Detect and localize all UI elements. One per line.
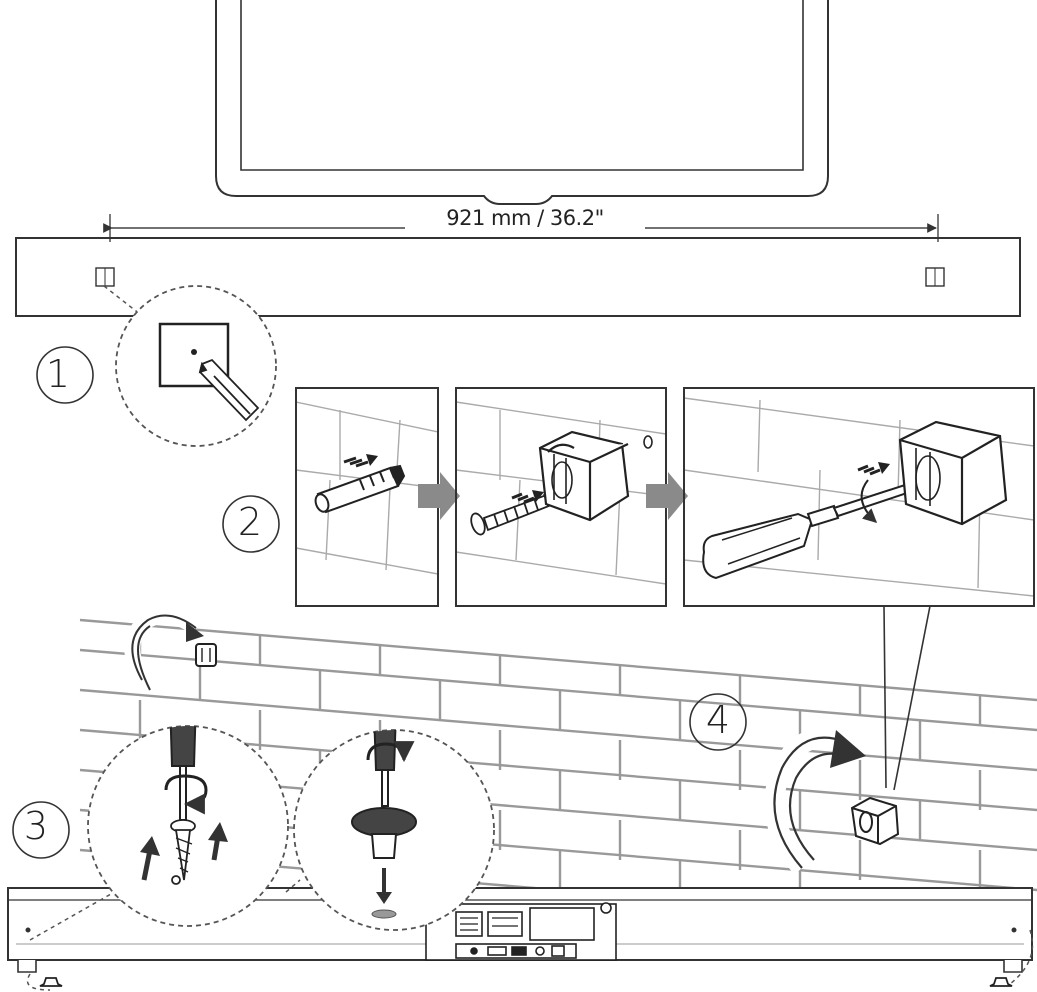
down-arrow-icon <box>376 868 392 904</box>
up-arrow-icon <box>140 822 228 881</box>
wall-bracket-icon <box>898 420 1008 526</box>
wall-bracket-small <box>124 607 217 691</box>
step-2-label: 2 <box>237 500 263 544</box>
wall-bracket-icon <box>538 430 630 522</box>
mounting-template <box>15 237 1021 317</box>
next-arrow-icon <box>418 472 460 520</box>
wall-bracket-icon <box>850 796 900 846</box>
keyhole-hints <box>26 879 1034 991</box>
step4-rotate <box>689 693 900 875</box>
push-arrow-icon <box>857 462 890 476</box>
screwdriver-icon <box>702 482 912 580</box>
connector-panel <box>425 902 617 961</box>
dimension-label: 921 mm / 36.2" <box>410 206 640 230</box>
pencil-icon <box>198 358 260 422</box>
screw-icon <box>470 488 566 536</box>
next-arrow-icon <box>646 472 688 520</box>
rotate-arrow-icon <box>366 741 415 763</box>
push-arrow-icon <box>511 490 544 504</box>
wall-anchor-icon <box>314 464 406 514</box>
step2-panels <box>222 387 1035 607</box>
tv-panel <box>215 0 829 205</box>
step-3-label: 3 <box>23 804 49 848</box>
screwdriver-icon <box>372 730 398 807</box>
step3-zoom <box>12 725 495 931</box>
rotate-arrow-icon <box>164 774 208 815</box>
leader-lines <box>883 605 931 791</box>
screw-mount-icon <box>351 807 417 859</box>
step-4-label: 4 <box>705 698 731 742</box>
step-1-label: 1 <box>45 352 71 396</box>
screw-head-icon <box>39 977 1013 987</box>
rotate-arrow-icon <box>860 479 878 523</box>
step1-zoom <box>36 285 277 447</box>
washer-icon <box>643 435 653 449</box>
screw-icon <box>170 819 196 885</box>
push-arrow-icon <box>343 454 378 468</box>
